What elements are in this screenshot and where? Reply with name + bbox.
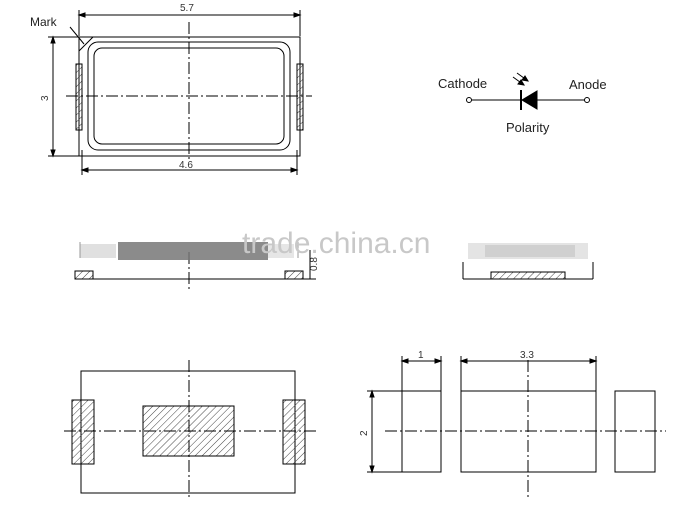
pad-width-label: 1 (418, 350, 424, 361)
watermark-text: trade.china.cn (242, 227, 430, 260)
anode-label: Anode (569, 77, 607, 92)
footprint (367, 356, 666, 500)
side-view-long (74, 242, 316, 290)
width-dimension-label: 5.7 (180, 3, 194, 14)
top-view (48, 10, 312, 175)
polarity-label: Polarity (506, 120, 550, 135)
side-height-label: 0.8 (309, 257, 320, 271)
inner-width-label: 4.6 (179, 160, 193, 171)
mark-label: Mark (30, 15, 58, 29)
side-view-short (462, 243, 594, 280)
center-pad-label: 3.3 (520, 350, 534, 361)
height-dimension-label: 3 (40, 95, 51, 101)
footprint-height-label: 2 (359, 430, 370, 436)
cathode-label: Cathode (438, 76, 487, 91)
diode-symbol (466, 72, 590, 110)
bottom-view (64, 360, 316, 500)
